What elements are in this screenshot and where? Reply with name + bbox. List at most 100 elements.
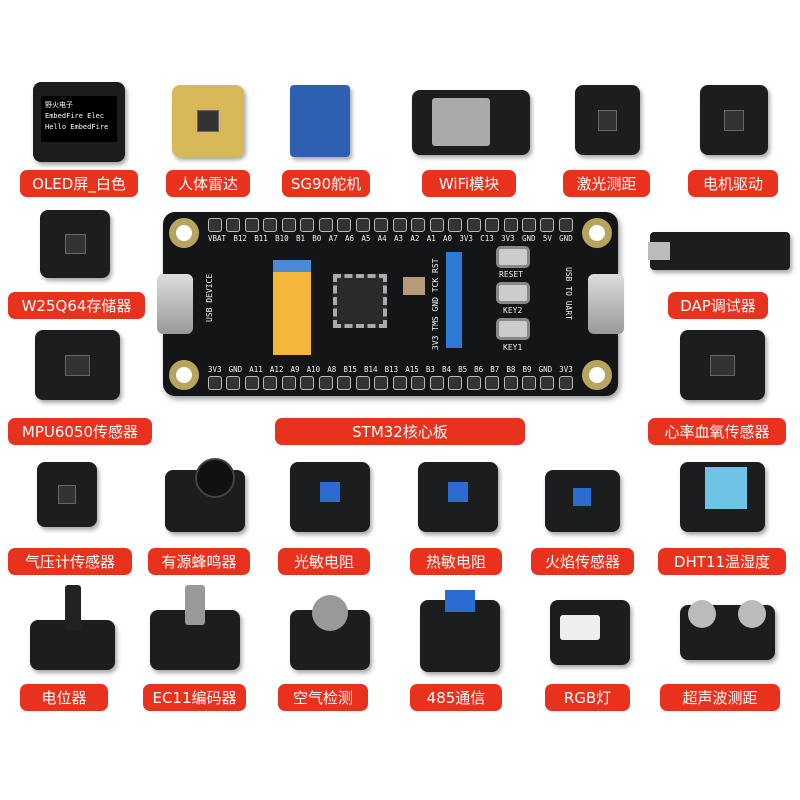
pin-pad <box>355 218 370 232</box>
label-laser: 激光测距 <box>563 170 650 197</box>
pin-pad <box>503 376 518 390</box>
label-dht11: DHT11温湿度 <box>658 548 786 575</box>
pin-label: B5 <box>458 365 468 374</box>
servo-module <box>290 85 350 157</box>
label-air: 空气检测 <box>278 684 368 711</box>
label-photo: 光敏电阻 <box>278 548 370 575</box>
label-stm32: STM32核心板 <box>275 418 525 445</box>
pin-label: A3 <box>394 234 404 243</box>
pin-label: B10 <box>275 234 289 243</box>
label-baro: 气压计传感器 <box>8 548 132 575</box>
thermistor-module <box>418 462 498 532</box>
pin-label: 5V <box>542 234 552 243</box>
buzzer-module <box>165 458 245 532</box>
label-oled: OLED屏_白色 <box>20 170 138 197</box>
photoresistor-module <box>290 462 370 532</box>
pin-label: A8 <box>327 365 337 374</box>
pin-label: 3V3 <box>559 365 573 374</box>
label-mpu: MPU6050传感器 <box>8 418 152 445</box>
pin-pad <box>392 218 407 232</box>
swd-header <box>446 252 462 348</box>
reset-button[interactable] <box>496 282 530 304</box>
label-rs485: 485通信 <box>410 684 502 711</box>
rgb-module <box>550 600 630 665</box>
motor-module <box>700 85 768 155</box>
pin-pad <box>281 376 296 390</box>
pin-pad <box>374 376 389 390</box>
pin-label: A15 <box>405 365 419 374</box>
pin-label: C13 <box>480 234 494 243</box>
pin-pad <box>392 376 407 390</box>
pin-label: 3V3 <box>208 365 222 374</box>
pin-label: A4 <box>377 234 387 243</box>
pin-pad <box>466 376 481 390</box>
mount-hole <box>582 218 612 248</box>
label-wifi: WiFi模块 <box>422 170 516 197</box>
pin-pad <box>485 218 500 232</box>
pin-pad <box>540 218 555 232</box>
pin-pad <box>300 376 315 390</box>
label-thermistor: 热敏电阻 <box>410 548 502 575</box>
flash-module <box>40 210 110 278</box>
pin-pad <box>208 376 222 390</box>
pin-label: B12 <box>233 234 247 243</box>
label-pot: 电位器 <box>20 684 108 711</box>
ec11-module <box>150 585 240 670</box>
pin-label: B4 <box>441 365 451 374</box>
pin-pad <box>411 376 426 390</box>
pin-pad <box>263 218 278 232</box>
pin-pad <box>558 376 573 390</box>
pin-label: B15 <box>343 365 357 374</box>
usb-device-label: USB DEVICE <box>205 273 214 322</box>
pin-label: B11 <box>254 234 268 243</box>
pin-pad <box>318 376 333 390</box>
pin-label: A11 <box>249 365 263 374</box>
label-buzzer: 有源蜂鸣器 <box>148 548 250 575</box>
pin-pad <box>300 218 315 232</box>
button-top[interactable] <box>496 246 530 268</box>
oled-text-1: 野火电子 <box>45 101 73 109</box>
pin-pad <box>429 376 444 390</box>
pin-pad <box>263 376 278 390</box>
key2-label: KEY2 <box>503 306 523 315</box>
pin-label: A5 <box>361 234 371 243</box>
pin-label: GND <box>521 234 536 243</box>
usb-c-port-left <box>157 274 193 334</box>
pin-label: VBAT <box>208 234 227 243</box>
pin-pad <box>521 376 536 390</box>
pin-pad <box>411 218 426 232</box>
label-flame: 火焰传感器 <box>531 548 634 575</box>
pin-pad <box>448 376 463 390</box>
pin-pad <box>355 376 370 390</box>
key1-button[interactable] <box>496 318 530 340</box>
pin-pad <box>226 218 241 232</box>
jumper-block[interactable] <box>273 260 311 355</box>
pin-pad <box>337 376 352 390</box>
pin-label: A0 <box>443 234 453 243</box>
crystal <box>403 277 425 295</box>
rs485-module <box>420 590 500 672</box>
label-rgb: RGB灯 <box>545 684 630 711</box>
pin-label: A2 <box>410 234 420 243</box>
pin-label: B1 <box>295 234 305 243</box>
pin-label: B13 <box>384 365 399 374</box>
ultrasonic-module <box>680 600 775 660</box>
pin-label: A10 <box>306 365 321 374</box>
pin-pad <box>540 376 555 390</box>
usb-c-port-right <box>588 274 624 334</box>
label-ultrasonic: 超声波测距 <box>660 684 780 711</box>
pin-label: GND <box>559 234 573 243</box>
mount-hole <box>582 360 612 390</box>
pin-label: B14 <box>363 365 378 374</box>
heart-module <box>680 330 765 400</box>
mount-hole <box>169 360 199 390</box>
pin-pad <box>337 218 352 232</box>
air-sensor-module <box>290 595 370 670</box>
pin-pad <box>429 218 444 232</box>
pin-label: B3 <box>425 365 435 374</box>
label-heart: 心率血氧传感器 <box>648 418 786 445</box>
pin-pad <box>503 218 518 232</box>
